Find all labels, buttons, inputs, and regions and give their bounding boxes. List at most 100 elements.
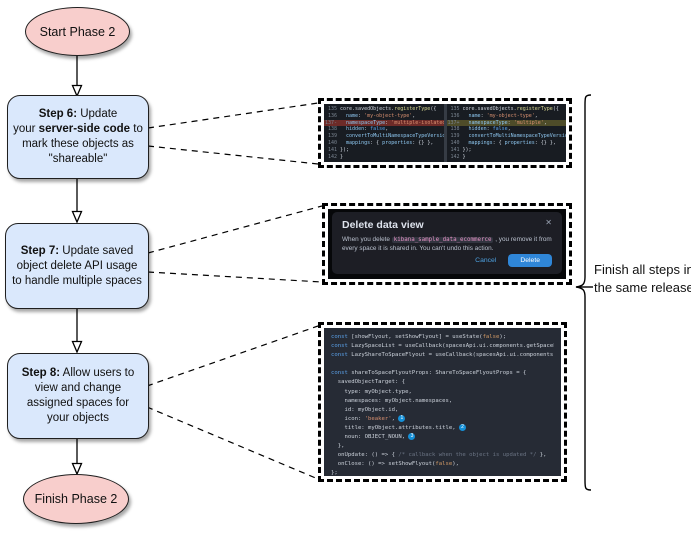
code-token: 'my-object-type' <box>486 112 535 119</box>
step-text-line: object delete API usage <box>16 259 138 272</box>
modal-backdrop: Delete data view ✕ When you delete kiban… <box>328 209 566 279</box>
delete-button[interactable]: Delete <box>508 254 552 267</box>
code-token: namespaces: myObject.namespaces, <box>331 397 453 404</box>
modal-body: When you delete kibana_sample_data_ecomm… <box>342 236 552 253</box>
numbered-badge: 3 <box>408 433 416 441</box>
code-token: namespaceType <box>346 119 386 126</box>
delete-modal: Delete data view ✕ When you delete kiban… <box>332 212 562 274</box>
code-line: 141}); <box>324 147 444 154</box>
finish-node: Finish Phase 2 <box>23 474 129 524</box>
code-token: core.savedObjects. <box>340 106 395 112</box>
brace <box>575 94 593 491</box>
line-number: 135 <box>327 106 337 112</box>
code-line: 140 mappings: { properties: {} }, <box>447 140 567 147</box>
code-line: icon: 'beaker', 1 <box>331 414 554 424</box>
step-text-line: your server-side code to <box>13 123 143 135</box>
code-token: 'multiple' <box>513 119 544 126</box>
code-line: title: myObject.attributes.title, 2 <box>331 423 554 433</box>
code-line: noun: OBJECT_NOUN, 3 <box>331 433 554 442</box>
modal-body-post: , you remove it from every space it is s… <box>342 236 552 252</box>
code-token: false <box>482 334 500 340</box>
code-token: const <box>331 343 348 350</box>
code-token: namespaceType <box>468 119 508 126</box>
code-token: 'multiple-isolated' <box>391 119 444 126</box>
callout-line <box>146 102 323 480</box>
line-number: 140 <box>327 139 337 146</box>
delete-modal-screenshot: Delete data view ✕ When you delete kiban… <box>322 203 572 285</box>
code-token: , <box>385 126 389 133</box>
code-token: , <box>534 112 538 119</box>
code-token: LazyShareToSpaceFlyout = useCallback(spa… <box>347 352 554 359</box>
code-token: : <box>358 112 365 119</box>
code-line: }, <box>331 442 554 451</box>
code-token: }, <box>536 452 547 459</box>
line-number: 141 <box>450 146 460 153</box>
code-line: 141}); <box>447 147 567 154</box>
modal-body-pre: When you delete <box>342 236 392 243</box>
code-token: properties <box>504 139 535 146</box>
cancel-button[interactable]: Cancel <box>475 257 497 264</box>
code-token: } <box>462 153 466 160</box>
code-line: const [showFlyout, setShowFlyout] = useS… <box>331 333 554 342</box>
code-line: 142} <box>447 154 567 161</box>
code-token: onUpdate: () => { <box>331 452 399 459</box>
code-line: 140 mappings: { properties: {} }, <box>324 140 444 147</box>
line-number: 140 <box>450 139 460 146</box>
start-node-label: Start Phase 2 <box>39 24 116 39</box>
code-token: savedObjectTarget: { <box>331 379 406 386</box>
step-text-line: your objects <box>46 412 109 424</box>
code-token: false <box>370 126 386 133</box>
code-token: : <box>385 119 392 126</box>
code-line: savedObjectTarget: { <box>331 378 554 387</box>
code-token: registerType <box>516 106 553 112</box>
modal-code-badge: kibana_sample_data_ecommerce <box>391 237 494 243</box>
line-number: 141 <box>327 146 337 153</box>
code-token: : <box>486 126 493 133</box>
code-token: }); <box>340 146 350 153</box>
code-line: }; <box>331 469 554 476</box>
code-line: const LazySpaceList = useCallback(spaces… <box>331 342 554 351</box>
modal-buttons: Cancel Delete <box>475 254 552 267</box>
line-number: 136 <box>327 112 337 119</box>
numbered-badge: 2 <box>458 423 466 431</box>
code-token: const <box>331 370 348 377</box>
line-number: 138 <box>327 126 337 133</box>
finish-node-label: Finish Phase 2 <box>34 492 118 506</box>
code-token: [showFlyout, setShowFlyout] = useState( <box>347 334 483 340</box>
code-token: /* callback when the object is updated *… <box>398 452 537 459</box>
code-token: LazySpaceList = useCallback(spacesApi.ui… <box>347 343 554 350</box>
code-token: }, <box>331 443 345 450</box>
code-token: const <box>331 334 348 340</box>
step-text-line: view and change <box>34 382 122 394</box>
code-token: ); <box>499 334 507 340</box>
numbered-badge: 1 <box>398 414 406 422</box>
code-line: 139 convertToMultiNamespaceTypeVersion: … <box>447 133 566 140</box>
code-token: ({ <box>552 106 559 112</box>
line-number: 142 <box>450 153 460 160</box>
code-token: : { <box>492 139 505 146</box>
code-token: , <box>543 119 547 126</box>
code-line: onClose: () => setShowFlyout(false), <box>331 460 554 469</box>
code-token: : {} }, <box>534 139 556 146</box>
code-token: false <box>435 461 453 468</box>
close-icon[interactable]: ✕ <box>545 218 552 227</box>
code-token: }; <box>331 470 338 476</box>
code-token: : <box>507 119 514 126</box>
line-number: 142 <box>327 153 337 160</box>
line-number: 139 <box>327 133 337 140</box>
code-token: hidden <box>468 126 487 133</box>
line-number: 136 <box>450 112 460 119</box>
code-token: hidden <box>346 126 365 133</box>
step-text-line: Step 6: Update <box>38 108 118 120</box>
line-number: 139 <box>450 133 460 140</box>
step-text-line: to handle multiple spaces <box>12 274 142 287</box>
code-token: noun: OBJECT_NOUN, <box>331 434 409 441</box>
